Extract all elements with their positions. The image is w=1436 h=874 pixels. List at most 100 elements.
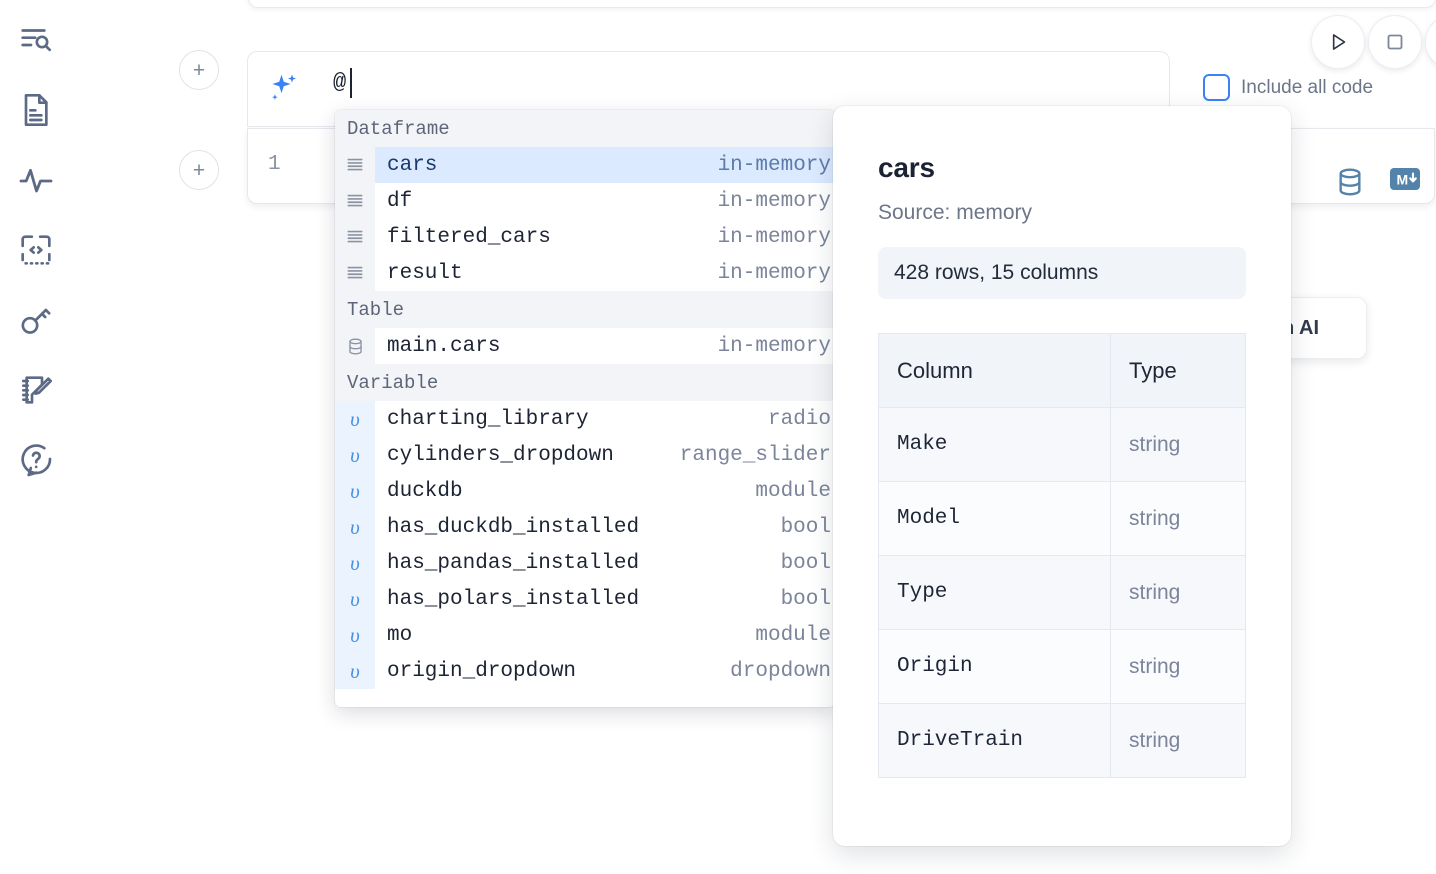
table-header-cell: Column [878,333,1111,408]
column-name-cell: Type [878,555,1111,630]
column-type-cell: string [1110,481,1246,556]
autocomplete-item-name: main.cars [387,334,501,358]
add-cell-button-top[interactable]: + [179,50,219,90]
scratchpad-edit-icon[interactable] [14,368,58,412]
autocomplete-item-type: module [755,479,831,503]
autocomplete-group-header: Variable [335,364,835,401]
autocomplete-item[interactable]: υ origin_dropdown dropdown [335,653,835,689]
ai-sparkle-icon [265,70,301,106]
autocomplete-item-name: has_polars_installed [387,587,640,611]
autocomplete-item-type: in-memory [717,153,831,177]
column-name-cell: Origin [878,629,1111,704]
autocomplete-item-type: in-memory [717,225,831,249]
include-all-code-checkbox[interactable] [1203,74,1230,101]
autocomplete-group-header: Dataframe [335,110,835,147]
file-explorer-search-icon[interactable] [14,18,58,62]
variable-icon: υ [335,401,375,437]
activity-pulse-icon[interactable] [14,158,58,202]
column-type-cell: string [1110,703,1246,778]
cell-above [248,0,1436,8]
autocomplete-item-type: in-memory [717,261,831,285]
variable-icon: υ [335,653,375,689]
autocomplete-item-type: in-memory [717,334,831,358]
database-icon [335,328,375,364]
autocomplete-item-name: has_pandas_installed [387,551,640,575]
autocomplete-item-type: bool [780,515,831,539]
autocomplete-item-type: module [755,623,831,647]
autocomplete-item-name: origin_dropdown [387,659,577,683]
with-ai-card[interactable]: h AI [1277,297,1367,359]
autocomplete-item-type: dropdown [730,659,831,683]
autocomplete-item-name: df [387,189,413,213]
variable-icon: υ [335,509,375,545]
include-all-code-row[interactable]: Include all code [1203,74,1373,101]
autocomplete-group-header: Table [335,291,835,328]
autocomplete-item[interactable]: υ has_polars_installed bool [335,581,835,617]
autocomplete-item[interactable]: cars in-memory [335,147,835,183]
include-all-code-label: Include all code [1241,76,1374,98]
database-icon[interactable] [1334,166,1366,203]
variable-icon: υ [335,545,375,581]
column-name-cell: Make [878,407,1111,482]
autocomplete-item[interactable]: main.cars in-memory [335,328,835,364]
document-icon[interactable] [14,88,58,132]
variable-icon: υ [335,617,375,653]
dataframe-preview-panel: cars Source: memory 428 rows, 15 columns… [833,106,1291,846]
ai-prompt-input[interactable]: @ [333,70,347,95]
autocomplete-item-name: cars [387,153,438,177]
variable-icon: υ [335,473,375,509]
more-actions-button[interactable] [1425,15,1436,69]
markdown-icon[interactable]: M [1389,166,1421,197]
code-snippet-icon[interactable] [14,228,58,272]
autocomplete-item-name: duckdb [387,479,463,503]
left-icon-rail [0,0,72,874]
preview-shape-badge: 428 rows, 15 columns [878,247,1246,299]
autocomplete-item-name: result [387,261,463,285]
preview-source: Source: memory [878,201,1033,224]
autocomplete-item-name: filtered_cars [387,225,551,249]
autocomplete-item-name: charting_library [387,407,589,431]
autocomplete-item[interactable]: df in-memory [335,183,835,219]
dataframe-lines-icon [335,255,375,291]
autocomplete-item-type: range_slider [679,443,831,467]
dataframe-lines-icon [335,219,375,255]
autocomplete-item-type: bool [780,587,831,611]
autocomplete-item-name: has_duckdb_installed [387,515,640,539]
table-header-cell: Type [1110,333,1246,408]
autocomplete-item[interactable]: υ charting_library radio [335,401,835,437]
autocomplete-item[interactable]: filtered_cars in-memory [335,219,835,255]
column-type-cell: string [1110,407,1246,482]
text-caret [350,68,352,98]
line-number: 1 [268,153,281,176]
column-name-cell: Model [878,481,1111,556]
autocomplete-item[interactable]: υ has_duckdb_installed bool [335,509,835,545]
autocomplete-item-name: cylinders_dropdown [387,443,614,467]
preview-title: cars [878,152,935,183]
stop-button[interactable] [1368,15,1422,69]
help-chat-icon[interactable] [14,438,58,482]
autocomplete-item[interactable]: result in-memory [335,255,835,291]
column-type-cell: string [1110,555,1246,630]
dataframe-lines-icon [335,183,375,219]
column-name-cell: DriveTrain [878,703,1111,778]
run-button[interactable] [1311,15,1365,69]
autocomplete-item-name: mo [387,623,413,647]
autocomplete-item-type: in-memory [717,189,831,213]
svg-text:M: M [1397,172,1409,188]
key-icon[interactable] [14,298,58,342]
add-cell-button-bottom[interactable]: + [179,150,219,190]
autocomplete-item-type: radio [767,407,831,431]
variable-icon: υ [335,581,375,617]
